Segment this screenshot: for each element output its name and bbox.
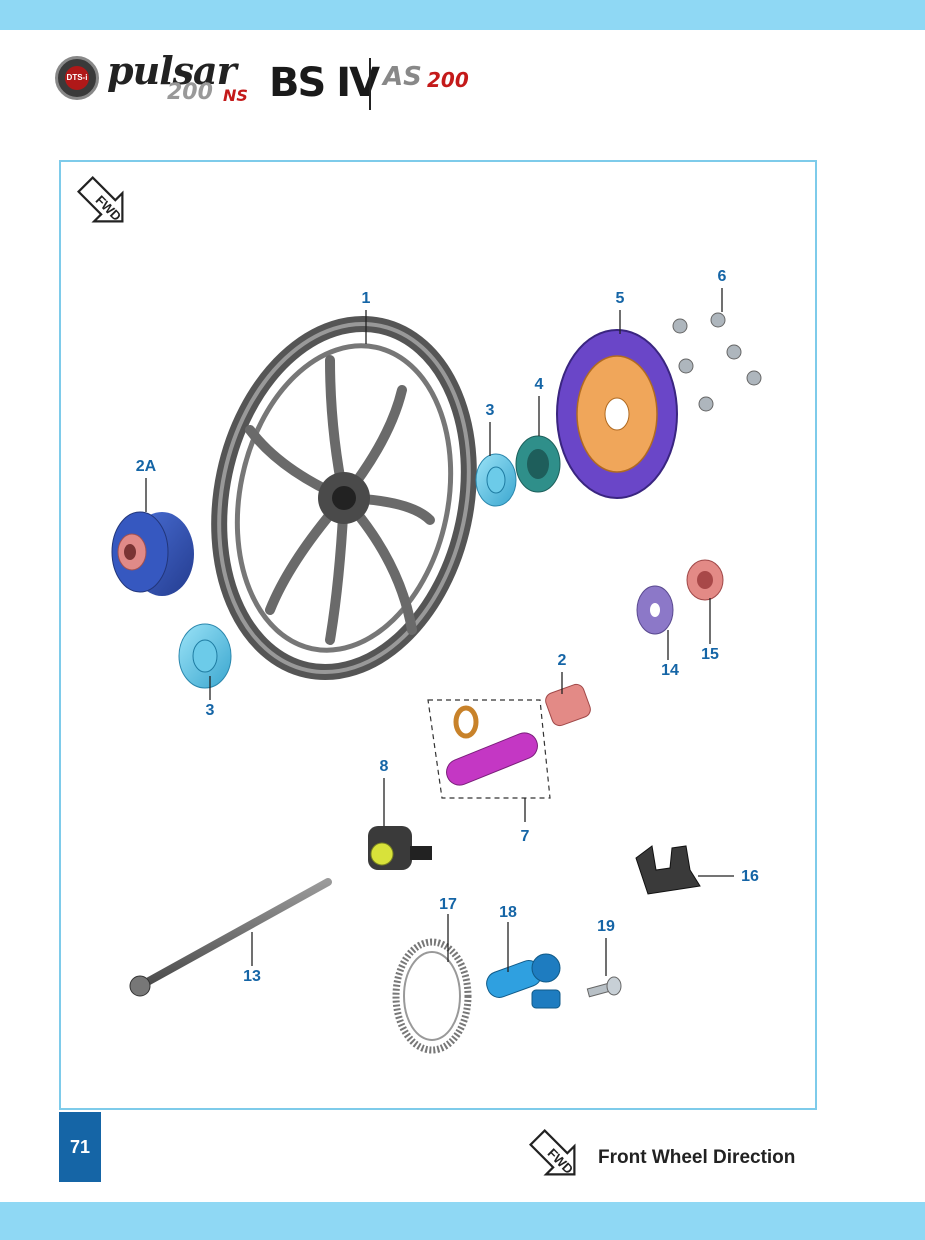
callout-14: 14 <box>661 662 679 679</box>
dtsi-badge: DTS-i <box>55 56 99 100</box>
brand-wordmark: pulsar <box>107 48 237 93</box>
callout-4: 4 <box>534 376 544 393</box>
emission-norm: BS IV <box>269 60 380 106</box>
oil-seal <box>515 435 561 493</box>
abs-model: 200 <box>427 68 469 92</box>
callout-5: 5 <box>615 290 625 307</box>
disc-bolts <box>672 312 762 412</box>
hub-spacer-2a <box>111 511 194 596</box>
callout-17: 17 <box>439 896 457 913</box>
callout-3-right: 3 <box>485 402 495 419</box>
callout-18: 18 <box>499 904 517 921</box>
clip-16 <box>635 845 701 895</box>
callout-15: 15 <box>701 646 719 663</box>
callout-8: 8 <box>379 758 389 775</box>
diagram-frame <box>59 160 817 1110</box>
callout-16: 16 <box>741 868 759 885</box>
callout-19: 19 <box>597 918 615 935</box>
brake-disc <box>556 329 678 499</box>
bottom-band <box>0 1202 925 1240</box>
dtsi-badge-text: DTS-i <box>65 66 89 90</box>
footer-legend-text: Front Wheel Direction <box>598 1147 796 1168</box>
callout-2: 2 <box>557 652 567 669</box>
page-number: 71 <box>59 1112 101 1182</box>
speedo-drive <box>368 826 432 870</box>
abs-speed-sensor <box>486 953 561 1009</box>
leader-lines <box>145 288 734 976</box>
model-suffix: NS <box>223 86 248 105</box>
header-logo: DTS-i pulsar 200 NS BS IV AS 200 <box>55 48 575 118</box>
callout-1: 1 <box>361 290 371 307</box>
callout-2a: 2A <box>135 458 157 475</box>
screw-19 <box>586 976 622 998</box>
front-axle <box>129 878 332 997</box>
callout-7: 7 <box>520 828 530 845</box>
fwd-arrow-icon: FWD <box>76 175 124 224</box>
spacer-2 <box>545 683 591 727</box>
spacer-kit-7 <box>427 699 551 799</box>
wheel-rim <box>211 315 477 681</box>
header-divider <box>369 58 371 110</box>
bearing-left <box>178 623 232 689</box>
spacer-15 <box>686 559 724 601</box>
abs-prefix: AS <box>383 62 422 92</box>
abs-tone-ring <box>392 938 472 1054</box>
callout-6: 6 <box>717 268 727 285</box>
top-band <box>0 0 925 30</box>
washer-14 <box>636 585 674 635</box>
callout-3-left: 3 <box>205 702 215 719</box>
bearing-right <box>475 453 517 507</box>
model-number: 200 <box>167 80 213 105</box>
callout-13: 13 <box>243 968 261 985</box>
